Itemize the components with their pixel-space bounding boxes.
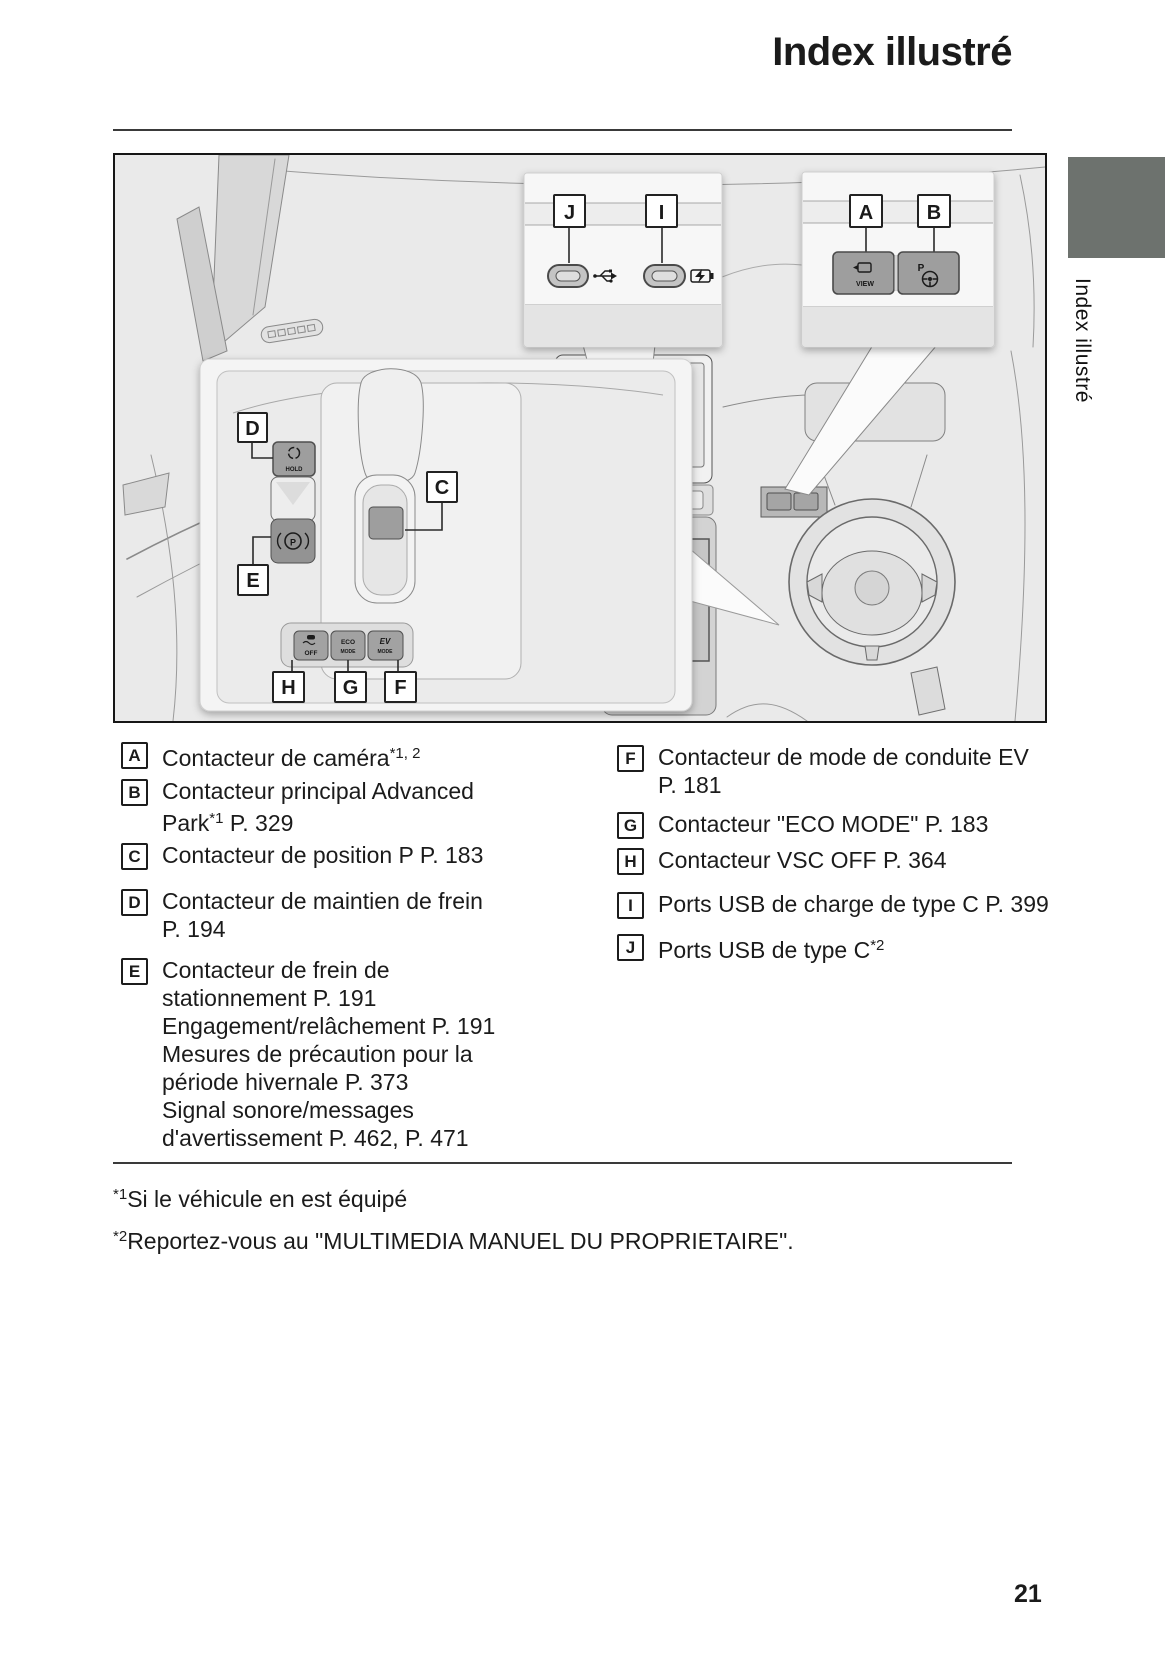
defrost-vent	[260, 318, 324, 344]
legend-item-b: B Contacteur principal Advanced Park*1 P…	[121, 777, 592, 837]
callout-letter-c: C	[435, 477, 449, 499]
vsc-off-button	[293, 630, 329, 661]
legend-item-f: F Contacteur de mode de conduite EV P. 1…	[617, 743, 1088, 799]
camera-view-button	[832, 251, 895, 295]
inset-usb-ports: J I	[523, 172, 723, 348]
legend-key-j: J	[617, 934, 644, 961]
advanced-park-button	[897, 251, 960, 295]
title-divider	[113, 129, 1012, 131]
callout-letter-g: G	[343, 677, 359, 699]
svg-text:P: P	[290, 538, 296, 548]
parking-brake-icon: P	[276, 532, 310, 550]
eco-label-1: ECO	[341, 639, 355, 646]
steering-wheel	[788, 498, 956, 666]
callout-letter-b: B	[927, 202, 941, 224]
callout-box-b	[917, 194, 951, 228]
chapter-tab	[1068, 157, 1165, 258]
callout-letter-a: A	[859, 202, 873, 224]
park-p-label: P	[918, 263, 925, 274]
callout-box-a	[849, 194, 883, 228]
callout-letter-i: I	[659, 202, 665, 224]
callout-connectors	[251, 442, 443, 672]
legend-key-g: G	[617, 812, 644, 839]
camera-icon	[853, 262, 872, 273]
page-title: Index illustré	[772, 30, 1012, 74]
callout-box-f	[384, 671, 417, 703]
callout-letter-j: J	[564, 202, 575, 224]
legend-item-e: E Contacteur de frein de stationnement P…	[121, 956, 592, 1152]
legend-key-b: B	[121, 779, 148, 806]
shift-lever	[354, 368, 424, 604]
ev-label-1: EV	[380, 637, 391, 646]
usb-icon	[593, 269, 617, 283]
vsc-off-label: OFF	[305, 650, 318, 657]
legend-item-i: I Ports USB de charge de type C P. 399	[617, 890, 1088, 919]
legend-key-i: I	[617, 892, 644, 919]
legend-key-f: F	[617, 745, 644, 772]
accelerator-pedal	[910, 666, 946, 716]
footnote-divider	[113, 1162, 1012, 1164]
brake-hold-icon	[287, 446, 301, 460]
callout-box-i	[645, 194, 678, 228]
callout-box-j	[553, 194, 586, 228]
hold-label: HOLD	[286, 467, 304, 473]
callout-letter-d: D	[245, 418, 259, 440]
eco-label-2: MODE	[341, 649, 357, 655]
legend-item-h: H Contacteur VSC OFF P. 364	[617, 846, 1088, 875]
dashboard-illustration: J I VIEW P A B	[122, 154, 1046, 722]
callout-letter-e: E	[246, 570, 259, 592]
legend-key-c: C	[121, 843, 148, 870]
inset-console-zoom: HOLD P OFF ECO MODE EV MODE	[199, 358, 693, 712]
legend-key-e: E	[121, 958, 148, 985]
view-button-label: VIEW	[856, 281, 874, 288]
legend-key-a: A	[121, 742, 148, 769]
callout-box-e	[237, 564, 269, 596]
footnote-2: *2Reportez-vous au "MULTIMEDIA MANUEL DU…	[113, 1228, 794, 1254]
vsc-off-icon	[302, 635, 316, 646]
callout-letter-f: F	[394, 677, 406, 699]
side-tab-label: Index illustré	[1071, 278, 1094, 403]
ev-mode-button	[367, 630, 404, 661]
p-position-switch	[368, 506, 404, 540]
footnote-1: *1Si le véhicule en est équipé	[113, 1186, 408, 1212]
legend-item-j: J Ports USB de type C*2	[617, 932, 1088, 964]
callout-box-c	[426, 471, 458, 503]
callout-box-h	[272, 671, 305, 703]
callout-letter-h: H	[281, 677, 295, 699]
inset-camera-park: VIEW P A B	[801, 171, 995, 348]
ev-label-2: MODE	[378, 649, 394, 655]
dashboard-illustration-frame: J I VIEW P A B	[113, 153, 1047, 723]
legend-item-a: A Contacteur de caméra*1, 2	[121, 740, 592, 772]
legend-key-d: D	[121, 889, 148, 916]
steering-assist-icon	[921, 270, 939, 288]
callout-box-d	[237, 412, 268, 443]
brake-hold-button	[272, 441, 316, 477]
legend-key-h: H	[617, 848, 644, 875]
battery-charge-icon	[690, 269, 714, 283]
legend-item-g: G Contacteur "ECO MODE" P. 183	[617, 810, 1088, 839]
parking-brake-switch: P	[270, 476, 316, 564]
legend-item-d: D Contacteur de maintien de frein P. 194	[121, 887, 592, 943]
legend-item-c: C Contacteur de position P P. 183	[121, 841, 592, 870]
page-number: 21	[1014, 1580, 1042, 1608]
callout-box-g	[334, 671, 367, 703]
